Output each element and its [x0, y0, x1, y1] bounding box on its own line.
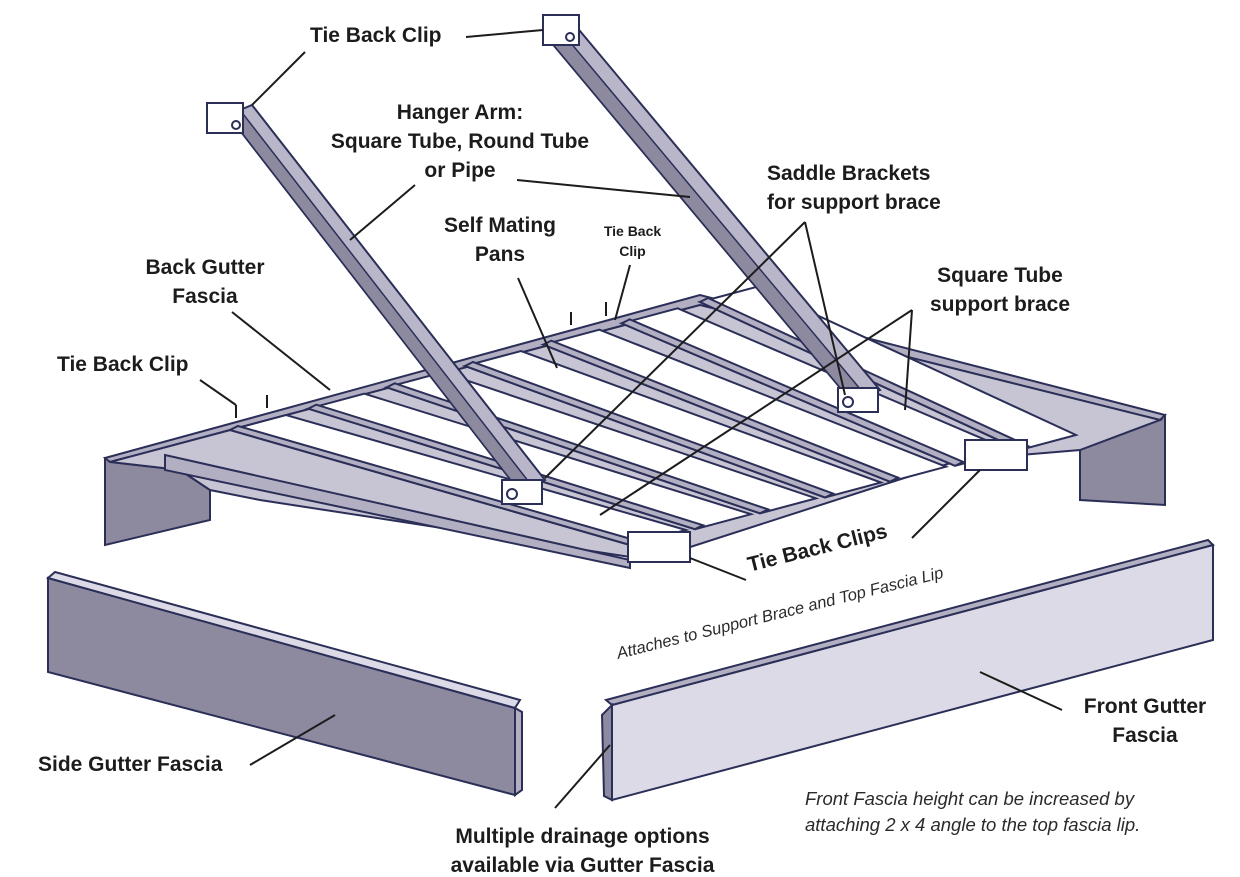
- tie-back-clip-front-left: [627, 531, 691, 563]
- label-self-mating-pans-line-1: Self Mating: [443, 214, 556, 237]
- leader-tie-back-clips-right: [911, 469, 981, 539]
- label-square-tube-brace: Square Tube support brace: [915, 261, 1085, 319]
- saddle-bracket-left-bolt: [506, 488, 518, 500]
- leader-back-gutter: [231, 311, 331, 391]
- leader-tie-back-small: [614, 264, 631, 321]
- label-square-tube-brace-line-1: Square Tube: [937, 264, 1063, 287]
- pan-rib-4: [462, 360, 836, 499]
- front-bottom-channel: [164, 453, 631, 570]
- label-tie-back-clip-left: Tie Back Clip: [57, 353, 189, 376]
- label-back-gutter-fascia-line-2: Fascia: [172, 285, 238, 308]
- label-front-gutter-fascia: Front Gutter Fascia: [1065, 692, 1225, 750]
- tie-back-arrows: [235, 302, 607, 418]
- leader-hanger-arm-right: [516, 179, 691, 198]
- label-side-gutter-fascia: Side Gutter Fascia: [38, 753, 223, 776]
- front-gutter-fascia-top: [603, 538, 1215, 707]
- label-hanger-arm-line-2: Square Tube, Round Tube: [330, 130, 590, 153]
- leader-tie-back-clips-left: [689, 557, 747, 581]
- leader-self-mating: [517, 277, 558, 369]
- label-drainage: Multiple drainage options available via …: [420, 822, 745, 877]
- label-hanger-arm-line-3: or Pipe: [424, 159, 496, 182]
- label-drainage-line-2: available via Gutter Fascia: [450, 854, 715, 877]
- tie-back-clip-front-right: [964, 439, 1028, 471]
- label-self-mating-pans-line-2: Pans: [474, 243, 526, 266]
- label-tie-back-clip-small-line-2: Clip: [619, 243, 646, 259]
- label-back-gutter-fascia: Back Gutter Fascia: [110, 253, 300, 311]
- leader-square-tube-right: [904, 309, 913, 411]
- label-self-mating-pans: Self Mating Pans: [425, 211, 575, 269]
- label-front-fascia-note: Front Fascia height can be increased by …: [805, 786, 1140, 838]
- leader-saddle-right: [804, 221, 846, 396]
- leader-drainage: [554, 744, 611, 809]
- label-tie-back-clip-small-line-1: Tie Back: [603, 223, 662, 239]
- label-back-gutter-fascia-line-1: Back Gutter: [145, 256, 265, 279]
- label-front-fascia-note-line-2: attaching 2 x 4 angle to the top fascia …: [805, 814, 1141, 835]
- label-hanger-arm-line-1: Hanger Arm:: [396, 101, 524, 124]
- leader-tie-back-clip-top: [465, 29, 544, 38]
- side-gutter-fascia-top: [45, 570, 522, 710]
- pan-rib-6: [619, 318, 966, 467]
- label-square-tube-brace-line-2: support brace: [929, 293, 1071, 316]
- label-tie-back-clip-small: Tie Back Clip: [590, 221, 675, 261]
- hanger-arm-right: [542, 14, 882, 413]
- saddle-bracket-right-bolt: [842, 396, 854, 408]
- label-front-gutter-fascia-line-2: Fascia: [1112, 724, 1178, 747]
- label-drainage-line-1: Multiple drainage options: [455, 825, 710, 848]
- label-tie-back-clip-top: Tie Back Clip: [310, 24, 442, 47]
- leader-saddle-left: [544, 221, 806, 479]
- leader-tie-back-clip-top-2: [251, 51, 306, 106]
- pan-rib-5: [540, 339, 901, 483]
- leader-hanger-arm-left: [349, 184, 416, 241]
- label-saddle-brackets: Saddle Brackets for support brace: [767, 159, 941, 217]
- leader-tie-back-left: [199, 379, 237, 406]
- leader-side-gutter: [249, 714, 336, 766]
- side-gutter-fascia: [45, 570, 523, 797]
- tie-back-clip-top-right: [542, 14, 580, 46]
- hanger-arm-left: [206, 102, 547, 505]
- leader-square-tube-left: [599, 309, 913, 516]
- label-front-fascia-note-line-1: Front Fascia height can be increased by: [805, 788, 1135, 809]
- label-hanger-arm: Hanger Arm: Square Tube, Round Tube or P…: [300, 98, 620, 185]
- tie-back-clip-top-right-bolt: [565, 32, 575, 42]
- label-saddle-brackets-line-2: for support brace: [767, 191, 941, 214]
- leader-lines: [199, 29, 1063, 809]
- tie-back-clip-top-left-bolt: [231, 120, 241, 130]
- front-gutter-fascia: [600, 538, 1215, 802]
- front-gutter-fascia-end: [600, 702, 613, 802]
- side-gutter-fascia-end: [514, 706, 523, 797]
- leader-front-gutter: [979, 671, 1063, 711]
- self-mating-pans: [226, 285, 1079, 547]
- tie-back-clips-front: [627, 439, 1028, 563]
- label-front-gutter-fascia-line-1: Front Gutter: [1083, 695, 1207, 718]
- label-saddle-brackets-line-1: Saddle Brackets: [767, 162, 931, 185]
